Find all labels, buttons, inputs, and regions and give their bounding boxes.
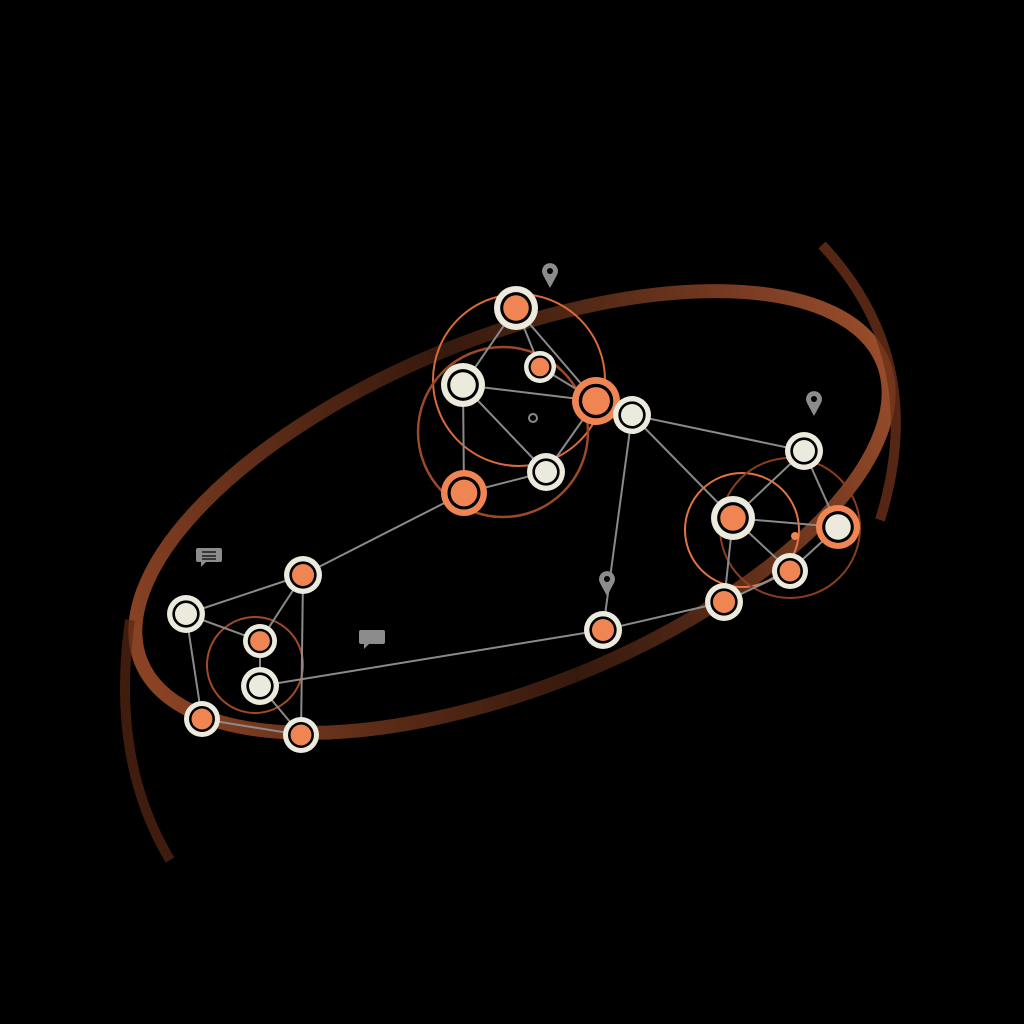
node[interactable]: [785, 432, 823, 470]
map-pin-icon: [542, 263, 558, 288]
node[interactable]: [584, 611, 622, 649]
node-core: [582, 387, 610, 415]
node[interactable]: [572, 377, 620, 425]
node[interactable]: [167, 595, 205, 633]
cadence-dot: [791, 532, 799, 540]
edge: [300, 574, 304, 736]
node-core: [720, 505, 746, 531]
node-core: [534, 460, 558, 484]
main-orbit: [128, 284, 896, 740]
outer-arc-right: [818, 241, 901, 522]
node-core: [191, 708, 213, 730]
node[interactable]: [441, 363, 485, 407]
node[interactable]: [816, 505, 860, 549]
node[interactable]: [711, 496, 755, 540]
node-core: [712, 590, 736, 614]
node-core: [450, 479, 478, 507]
chat-bubble-icon: [196, 548, 222, 567]
node-core: [530, 357, 550, 377]
node-core: [291, 563, 315, 587]
nodes: [167, 286, 860, 753]
node-core: [174, 602, 198, 626]
cluster-ring: [416, 345, 590, 519]
edge: [631, 414, 805, 452]
node-core: [620, 403, 644, 427]
node[interactable]: [705, 583, 743, 621]
orbit-arcs: [120, 241, 901, 863]
node[interactable]: [441, 470, 487, 516]
node-core: [250, 631, 270, 651]
node-core: [792, 439, 816, 463]
icons: [196, 263, 822, 649]
node[interactable]: [613, 396, 651, 434]
node[interactable]: [527, 453, 565, 491]
node-core: [825, 514, 851, 540]
cluster-ring: [206, 616, 304, 714]
node-core: [779, 560, 801, 582]
node-core: [450, 372, 476, 398]
node[interactable]: [284, 556, 322, 594]
edge: [185, 574, 304, 615]
edge: [602, 414, 633, 631]
node[interactable]: [243, 624, 277, 658]
node-core: [290, 724, 312, 746]
edge: [602, 601, 725, 631]
map-pin-icon: [806, 391, 822, 416]
node-core: [503, 295, 529, 321]
map-pin-icon: [599, 571, 615, 596]
node[interactable]: [283, 717, 319, 753]
chat-bubble-icon: [359, 630, 385, 649]
node-core: [591, 618, 615, 642]
node[interactable]: [184, 701, 220, 737]
node[interactable]: [241, 667, 279, 705]
node[interactable]: [772, 553, 808, 589]
node-core: [248, 674, 272, 698]
node[interactable]: [494, 286, 538, 330]
cluster-ring: [684, 472, 800, 588]
outer-arc-left: [120, 619, 175, 863]
edge: [302, 492, 465, 576]
small-marker-icon: [528, 413, 538, 423]
edge: [631, 414, 734, 519]
edge: [259, 629, 604, 687]
node[interactable]: [524, 351, 556, 383]
